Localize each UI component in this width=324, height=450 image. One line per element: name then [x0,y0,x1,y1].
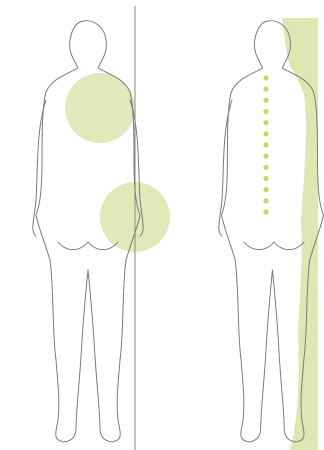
spine-dot [263,120,268,125]
spine-dot [263,131,268,136]
spine-dot [263,75,268,80]
spine-dot [263,176,268,181]
spine-dot [263,142,268,147]
spine-dots [263,75,268,214]
spine-dot [263,187,268,192]
figure-right-buttocks [244,242,304,250]
spine-dot [263,209,268,214]
spine-dot [263,154,268,159]
figure-right-arm-left [219,100,232,236]
spine-dot [263,165,268,170]
spine-dot [263,98,268,103]
spine-dot [263,87,268,92]
spine-dot [263,198,268,203]
figure-left-buttocks [58,242,118,250]
back-contour-band [282,18,318,450]
figure-left-arm-left [33,100,46,236]
spine-dot [263,109,268,114]
